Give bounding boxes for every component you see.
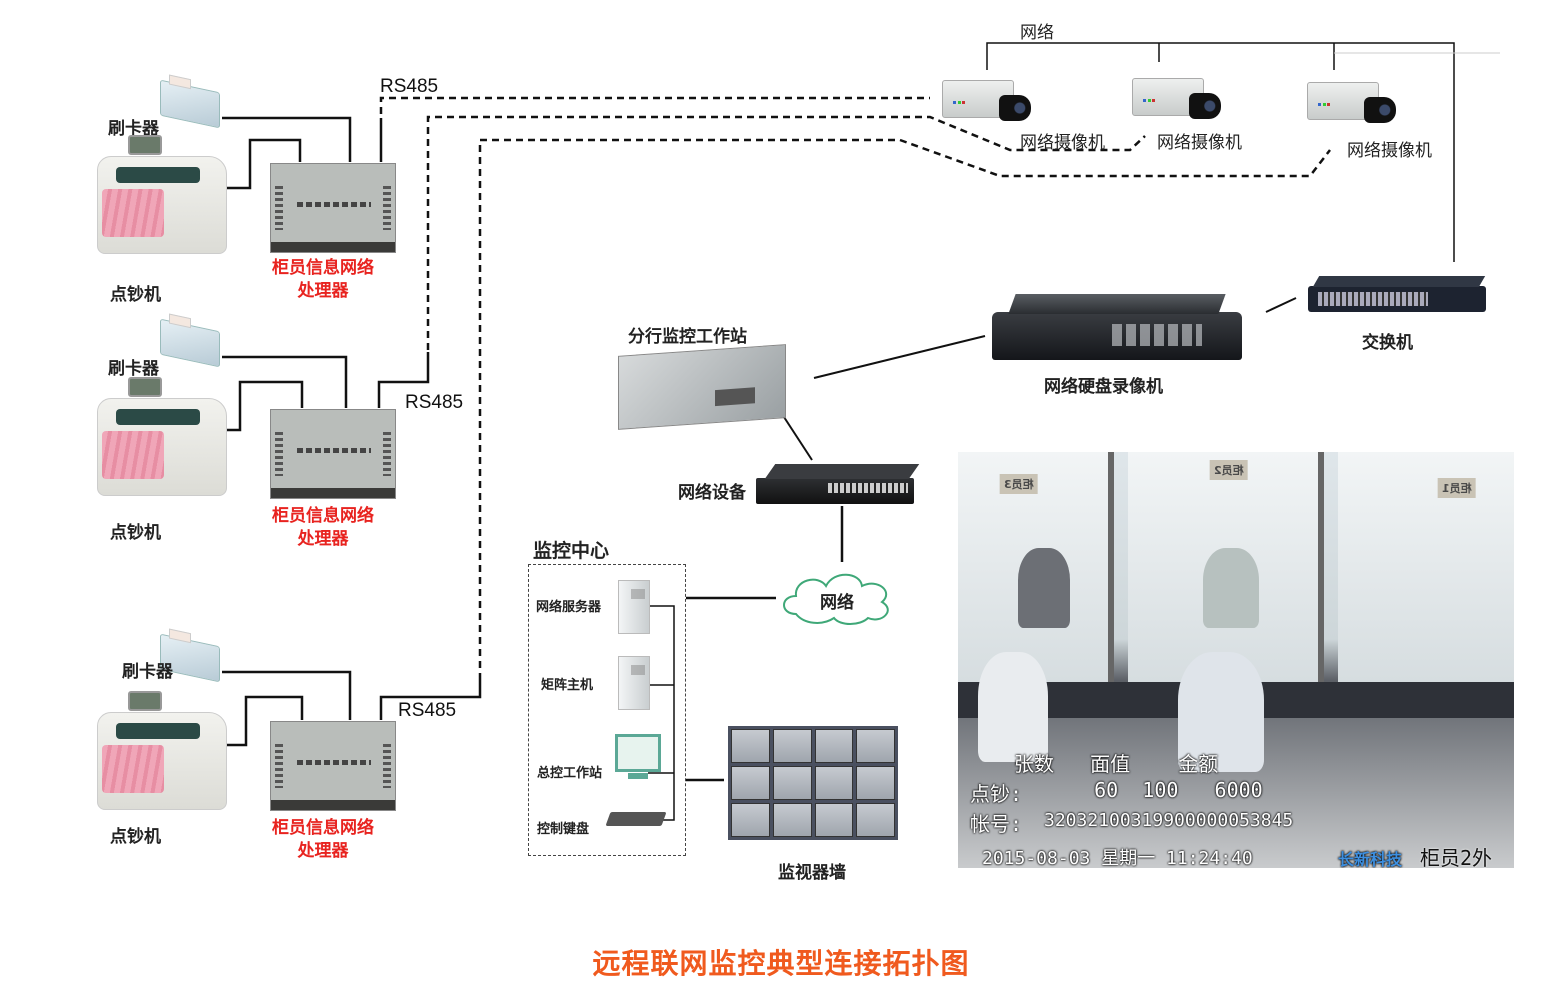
monitoring-center-title: 监控中心: [533, 540, 610, 562]
card-reader-label-1: 刷卡器: [108, 119, 159, 139]
rs485-label-2: RS485: [405, 392, 464, 413]
network-camera-3: [1307, 82, 1396, 123]
wire-switch-dvr: [1265, 297, 1297, 313]
network-camera-label-2: 网络摄像机: [1157, 133, 1242, 153]
wire-reader-1: [222, 116, 352, 162]
card-reader-label-3: 刷卡器: [122, 662, 173, 682]
wall-screen: [731, 803, 770, 837]
wire-counter-3: [224, 695, 304, 747]
network-dvr: [992, 294, 1242, 360]
osd-header: 张数 面值 金额: [1014, 752, 1219, 776]
master-workstation: [615, 734, 661, 779]
osd-counter-id: 柜员2外: [1420, 846, 1493, 868]
osd-account-label: 帐号:: [970, 812, 1023, 836]
rs485-dashed-1: [379, 96, 930, 114]
wall-screen: [814, 766, 854, 800]
teller-processor-2: [270, 409, 396, 499]
window-sign-2: 柜员2: [1210, 460, 1248, 480]
teller-processor-3: [270, 721, 396, 811]
network-server: [618, 580, 650, 634]
camera-network-label: 网络: [1020, 23, 1054, 43]
wall-screen: [856, 803, 895, 837]
diagram-title: 远程联网监控典型连接拓扑图: [592, 947, 970, 980]
network-camera-label-1: 网络摄像机: [1020, 133, 1105, 153]
customer-1: [1018, 548, 1070, 628]
switch-label: 交换机: [1362, 333, 1413, 353]
cash-counter-3: [97, 691, 227, 810]
wire-reader-2: [222, 355, 348, 408]
center-item-label-keyboard: 控制键盘: [537, 822, 590, 837]
teller-1: [978, 652, 1048, 762]
rs485-dashed-2: [426, 115, 1146, 350]
teller-processor-label-2: 柜员信息网络处理器: [272, 506, 374, 549]
customer-2: [1203, 548, 1259, 628]
wire-workstation-netdev: [781, 413, 813, 461]
teller-processor-label-1: 柜员信息网络处理器: [272, 258, 374, 301]
teller-processor-label-3: 柜员信息网络处理器: [272, 818, 374, 861]
network-camera-2: [1132, 78, 1221, 119]
monitoring-center-box: [528, 564, 686, 856]
rs485-dashed-3: [478, 138, 1331, 680]
osd-brand-logo: 长新科技: [1338, 850, 1403, 868]
cctv-frame: 柜员3 柜员2 柜员1 张数 面值 金额 点钞: 60 100 6000 帐号:…: [958, 452, 1514, 868]
wall-screen: [731, 729, 770, 763]
wall-screen: [772, 766, 812, 800]
teller-2: [1178, 652, 1264, 772]
wire-rs485-stub-2: [377, 352, 430, 408]
matrix-host: [618, 656, 650, 710]
wall-screen: [731, 766, 770, 800]
control-keyboard: [605, 812, 667, 826]
wire-counter-1: [224, 138, 302, 190]
osd-datetime: 2015-08-03 星期一 11:24:40: [982, 848, 1253, 868]
center-item-label-matrix: 矩阵主机: [541, 678, 594, 693]
osd-account-value: 32032100319900000053845: [1044, 810, 1294, 831]
network-device-label: 网络设备: [678, 483, 746, 503]
cloud-label: 网络: [820, 593, 854, 613]
wire-rs485-stub-3: [379, 680, 482, 720]
window-sign-1: 柜员1: [1438, 478, 1476, 498]
cash-counter-label-3: 点钞机: [110, 827, 161, 847]
wall-screen: [856, 729, 895, 763]
center-item-label-workstation: 总控工作站: [537, 766, 603, 781]
video-wall: [728, 726, 898, 840]
net-line-top: [986, 42, 1455, 262]
network-device: [756, 464, 920, 504]
network-camera-label-3: 网络摄像机: [1347, 141, 1432, 161]
branch-workstation-label: 分行监控工作站: [628, 327, 747, 347]
cash-counter-1: [97, 135, 227, 254]
network-cloud: [783, 573, 889, 625]
wall-screen: [772, 729, 812, 763]
window-sign-3: 柜员3: [1000, 474, 1038, 494]
network-switch: [1308, 276, 1486, 312]
wall-screen: [772, 803, 812, 837]
osd-count-label: 点钞:: [970, 782, 1023, 806]
cash-counter-label-2: 点钞机: [110, 523, 161, 543]
center-item-label-server: 网络服务器: [536, 600, 602, 615]
wire-counter-2: [224, 380, 304, 432]
cash-counter-2: [97, 377, 227, 496]
video-wall-label: 监视器墙: [778, 863, 846, 883]
dvr-label: 网络硬盘录像机: [1044, 377, 1163, 397]
network-camera-1: [942, 80, 1031, 121]
rs485-label-3: RS485: [398, 700, 457, 721]
cash-counter-label-1: 点钞机: [110, 285, 161, 305]
wire-dvr-workstation: [813, 335, 986, 379]
branch-workstation: [618, 344, 786, 430]
teller-processor-1: [270, 163, 396, 253]
wire-reader-3: [222, 670, 352, 720]
card-reader-label-2: 刷卡器: [108, 359, 159, 379]
rs485-label-1: RS485: [380, 76, 439, 97]
osd-count-values: 60 100 6000: [1058, 778, 1263, 802]
wall-screen: [814, 729, 854, 763]
wall-screen: [856, 766, 895, 800]
wall-screen: [814, 803, 854, 837]
